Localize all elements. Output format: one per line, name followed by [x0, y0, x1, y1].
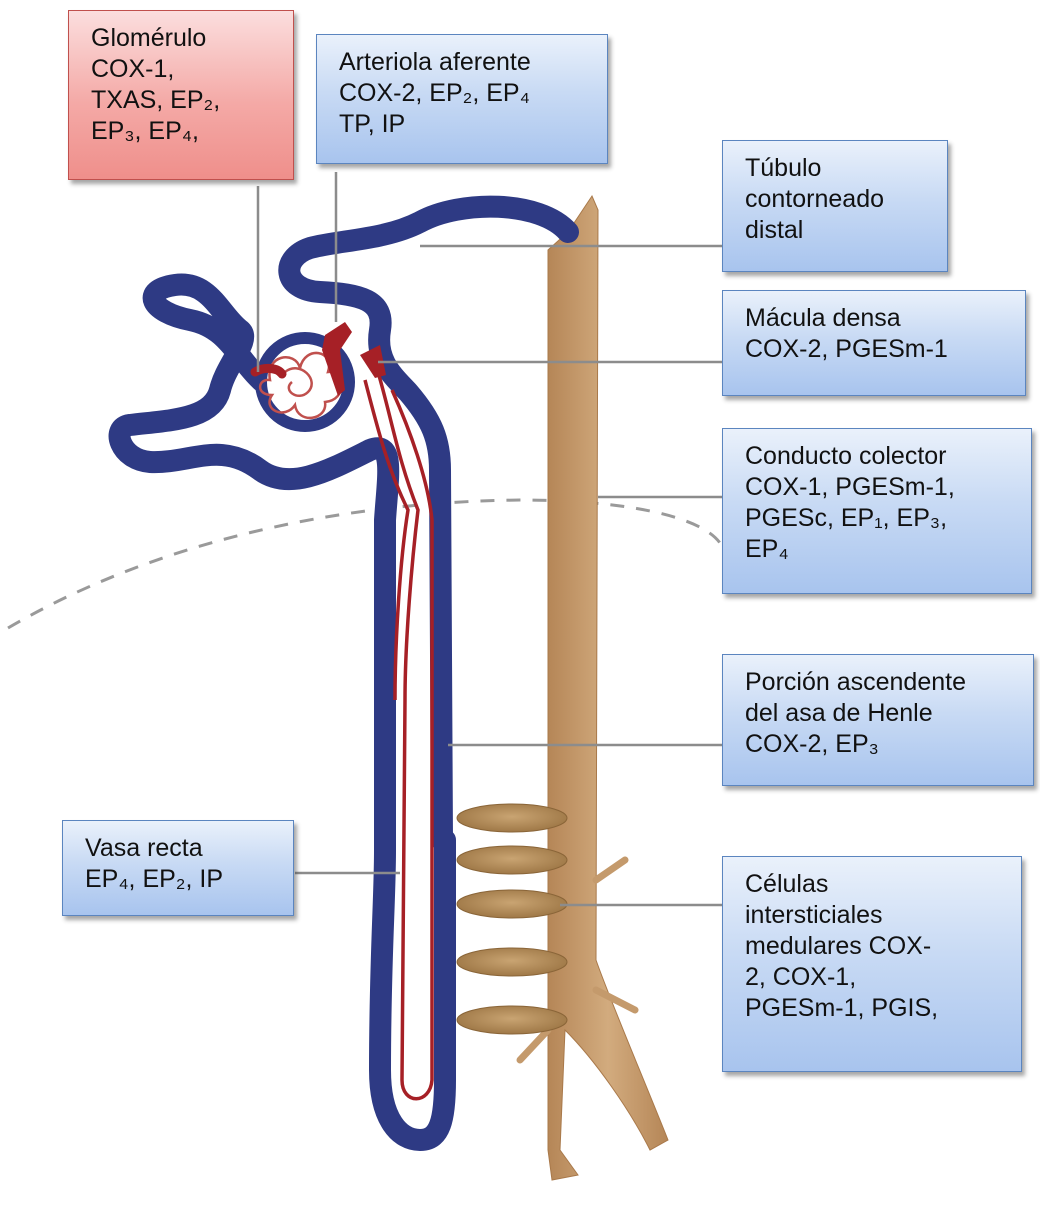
- macula-line-2: COX-2, PGESm-1: [745, 334, 1009, 365]
- glomerulo-line-3: TXAS, EP₂,: [91, 85, 277, 116]
- arteriola-line-1: Arteriola aferente: [339, 47, 591, 78]
- vasa-line-1: Vasa recta: [85, 833, 277, 864]
- vasa-recta-label: Vasa recta EP₄, EP₂, IP: [62, 820, 294, 916]
- glomerulo-line-2: COX-1,: [91, 54, 277, 85]
- celulas-intersticiales-label: Células intersticiales medulares COX- 2,…: [722, 856, 1022, 1072]
- vasa-line-2: EP₄, EP₂, IP: [85, 864, 277, 895]
- conducto-colector-label: Conducto colector COX-1, PGESm-1, PGESc,…: [722, 428, 1032, 594]
- conducto-line-4: EP₄: [745, 534, 1015, 565]
- conducto-line-1: Conducto colector: [745, 441, 1015, 472]
- tubulo-line-1: Túbulo: [745, 153, 931, 184]
- tubulo-line-2: contorneado: [745, 184, 931, 215]
- porcion-line-3: COX-2, EP₃: [745, 729, 1017, 760]
- macula-line-1: Mácula densa: [745, 303, 1009, 334]
- arteriola-line-3: TP, IP: [339, 109, 591, 140]
- arteriola-aferente-label: Arteriola aferente COX-2, EP₂, EP₄ TP, I…: [316, 34, 608, 164]
- glomerulo-line-1: Glomérulo: [91, 23, 277, 54]
- tubulo-line-3: distal: [745, 215, 931, 246]
- collecting-duct: [520, 196, 668, 1180]
- porcion-line-2: del asa de Henle: [745, 698, 1017, 729]
- celulas-line-1: Células: [745, 869, 1005, 900]
- conducto-line-2: COX-1, PGESm-1,: [745, 472, 1015, 503]
- celulas-line-3: medulares COX-: [745, 931, 1005, 962]
- macula-densa-label: Mácula densa COX-2, PGESm-1: [722, 290, 1026, 396]
- corticomedullary-boundary: [8, 500, 720, 628]
- tubulo-contorneado-label: Túbulo contorneado distal: [722, 140, 948, 272]
- conducto-line-3: PGESc, EP₁, EP₃,: [745, 503, 1015, 534]
- celulas-line-4: 2, COX-1,: [745, 962, 1005, 993]
- celulas-line-2: intersticiales: [745, 900, 1005, 931]
- porcion-ascendente-label: Porción ascendente del asa de Henle COX-…: [722, 654, 1034, 786]
- porcion-line-1: Porción ascendente: [745, 667, 1017, 698]
- arteriola-line-2: COX-2, EP₂, EP₄: [339, 78, 591, 109]
- renal-tubule: [120, 207, 568, 1140]
- glomerulo-line-4: EP₃, EP₄,: [91, 116, 277, 147]
- glomerulo-label: Glomérulo COX-1, TXAS, EP₂, EP₃, EP₄,: [68, 10, 294, 180]
- celulas-line-5: PGESm-1, PGIS,: [745, 993, 1005, 1024]
